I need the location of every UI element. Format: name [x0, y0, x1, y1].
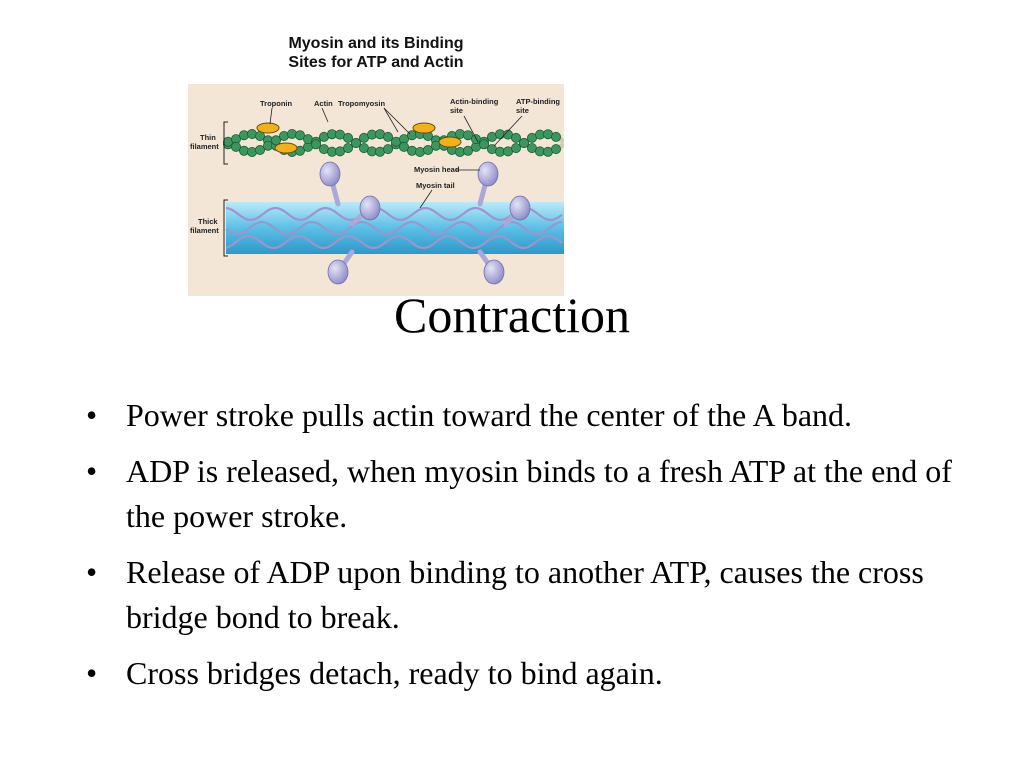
- troponin-complex: [256, 122, 280, 134]
- troponin-complex: [438, 136, 462, 148]
- actin-bead: [295, 130, 306, 141]
- label-actin-binding-2: site: [450, 106, 463, 115]
- troponin-complex: [274, 142, 298, 154]
- myosin-head: [483, 259, 505, 285]
- actin-bead: [342, 143, 353, 154]
- bullet-item: • Release of ADP upon binding to another…: [0, 550, 1024, 640]
- thick-filament: [225, 202, 564, 254]
- figure-title-line-1: Myosin and its Binding: [288, 35, 464, 52]
- bullet-text: ADP is released, when myosin binds to a …: [126, 453, 952, 534]
- actin-bead: [271, 135, 282, 146]
- leader-troponin: [269, 107, 273, 125]
- actin-bead: [382, 144, 393, 155]
- actin-bead: [350, 138, 361, 149]
- myosin-head: [327, 259, 349, 285]
- figure-background: [188, 84, 564, 296]
- leader-tropomyosin-a: [383, 107, 399, 133]
- label-thin-1: Thin: [200, 133, 216, 142]
- myosin-head: [319, 161, 341, 187]
- actin-bead: [518, 138, 529, 149]
- bullet-marker: •: [86, 655, 98, 691]
- bullet-marker: •: [86, 554, 98, 590]
- thick-filament-bracket: [223, 199, 228, 257]
- actin-bead: [231, 141, 242, 152]
- actin-bead: [422, 145, 433, 156]
- label-atp-binding-2: site: [516, 106, 529, 115]
- label-leader-lines: [269, 107, 523, 209]
- myosin-head: [359, 195, 381, 221]
- bullet-text: Power stroke pulls actin toward the cent…: [126, 397, 853, 433]
- label-thick-1: Thick: [198, 217, 218, 226]
- actin-bead: [510, 132, 521, 143]
- thin-filament-bracket: [223, 121, 228, 165]
- bullet-item: • Cross bridges detach, ready to bind ag…: [0, 651, 1024, 696]
- label-thin-2: filament: [190, 142, 219, 151]
- actin-bead: [462, 145, 473, 156]
- bullet-item: • ADP is released, when myosin binds to …: [0, 449, 1024, 539]
- figure-title-line-2: Sites for ATP and Actin: [288, 54, 464, 71]
- bullet-text: Release of ADP upon binding to another A…: [126, 554, 924, 635]
- label-actin-binding-1: Actin-binding: [450, 97, 499, 106]
- bullet-marker: •: [86, 397, 98, 433]
- label-atp-binding-1: ATP-binding: [516, 97, 560, 106]
- myosin-head: [477, 161, 499, 187]
- label-myosin-head: Myosin head: [414, 165, 460, 174]
- figure-title: Myosin and its Binding Sites for ATP and…: [188, 34, 564, 72]
- leader-tropomyosin-b: [383, 107, 411, 135]
- actin-bead: [478, 139, 489, 150]
- actin-bead: [550, 144, 561, 155]
- actin-bead: [342, 132, 353, 143]
- myosin-tail-strand: [225, 234, 563, 250]
- myosin-binding-figure: Myosin and its Binding Sites for ATP and…: [188, 30, 564, 296]
- bullet-list: • Power stroke pulls actin toward the ce…: [0, 393, 1024, 707]
- label-thick-2: filament: [190, 226, 219, 235]
- bullet-marker: •: [86, 453, 98, 489]
- bullet-item: • Power stroke pulls actin toward the ce…: [0, 393, 1024, 438]
- myosin-heads: [319, 161, 531, 285]
- label-myosin-tail: Myosin tail: [416, 181, 455, 190]
- thin-filament: [223, 122, 564, 158]
- actin-bead: [382, 131, 393, 142]
- leader-actin: [321, 107, 329, 123]
- filament-brackets: [223, 121, 228, 257]
- troponin-complex: [412, 122, 436, 134]
- actin-bead: [311, 139, 322, 150]
- label-tropomyosin: Tropomyosin: [338, 99, 386, 108]
- slide-title: Contraction: [393, 287, 631, 343]
- actin-bead: [398, 141, 409, 152]
- leader-actin-binding: [463, 115, 479, 143]
- bullet-text: Cross bridges detach, ready to bind agai…: [126, 655, 663, 691]
- actin-bead: [255, 145, 266, 156]
- label-troponin: Troponin: [260, 99, 292, 108]
- actin-bead: [510, 143, 521, 154]
- leader-myosin-tail: [419, 189, 433, 209]
- leader-atp-binding: [493, 115, 523, 147]
- myosin-head: [509, 195, 531, 221]
- filament-diagram: Troponin Actin Tropomyosin Actin-binding…: [188, 84, 564, 296]
- myosin-tail-strand: [225, 206, 563, 222]
- actin-bead: [462, 130, 473, 141]
- label-actin: Actin: [314, 99, 333, 108]
- actin-bead: [550, 131, 561, 142]
